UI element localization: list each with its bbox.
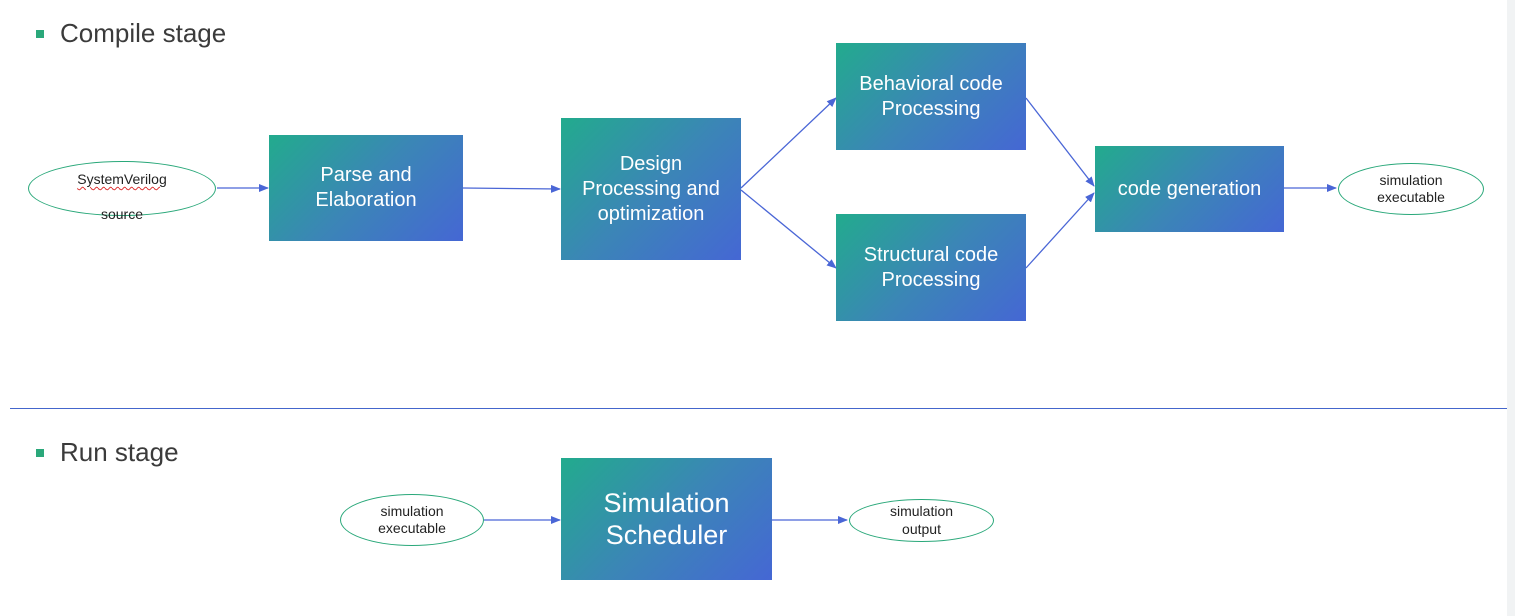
bullet-icon xyxy=(36,29,44,38)
parse-elaboration-label: Parse and Elaboration xyxy=(315,164,417,211)
bullet-icon xyxy=(36,448,44,457)
source-label-line2: source xyxy=(100,206,143,222)
simulation-executable-node: simulation executable xyxy=(1338,163,1484,215)
simulation-output-node: simulation output xyxy=(849,499,994,542)
behavioral-code-box: Behavioral code Processing xyxy=(836,43,1026,150)
run-stage-title: Run stage xyxy=(60,437,179,467)
code-generation-box: code generation xyxy=(1095,146,1284,232)
structural-code-box: Structural code Processing xyxy=(836,214,1026,321)
compile-stage-heading: Compile stage xyxy=(36,18,226,49)
simulation-scheduler-label: Simulation Scheduler xyxy=(603,487,730,550)
arrow-structural-to-codegen xyxy=(1025,192,1095,269)
arrow-design-to-structural xyxy=(740,189,837,269)
parse-elaboration-box: Parse and Elaboration xyxy=(269,135,463,241)
systemverilog-source-node: SystemVerilog source xyxy=(28,161,216,222)
arrow-design-to-behavioral xyxy=(740,97,837,189)
arrow-parse-to-design xyxy=(462,184,561,193)
simulation-scheduler-box: Simulation Scheduler xyxy=(561,458,772,580)
design-processing-label: Design Processing and optimization xyxy=(582,152,720,225)
design-processing-box: Design Processing and optimization xyxy=(561,118,741,260)
right-edge-strip xyxy=(1507,0,1515,616)
run-input-label: simulation executable xyxy=(378,502,446,537)
compile-stage-title: Compile stage xyxy=(60,18,227,48)
source-label-line1: SystemVerilog xyxy=(77,171,167,187)
code-generation-label: code generation xyxy=(1117,177,1262,200)
stage-divider xyxy=(10,408,1507,409)
simulation-output-label: simulation output xyxy=(889,503,954,537)
run-input-node: simulation executable xyxy=(340,494,484,546)
behavioral-code-label: Behavioral code Processing xyxy=(859,72,1003,120)
arrow-behavioral-to-codegen xyxy=(1025,97,1095,187)
simulation-executable-label: simulation executable xyxy=(1377,171,1445,206)
run-stage-heading: Run stage xyxy=(36,437,179,468)
structural-code-label: Structural code Processing xyxy=(863,243,999,291)
